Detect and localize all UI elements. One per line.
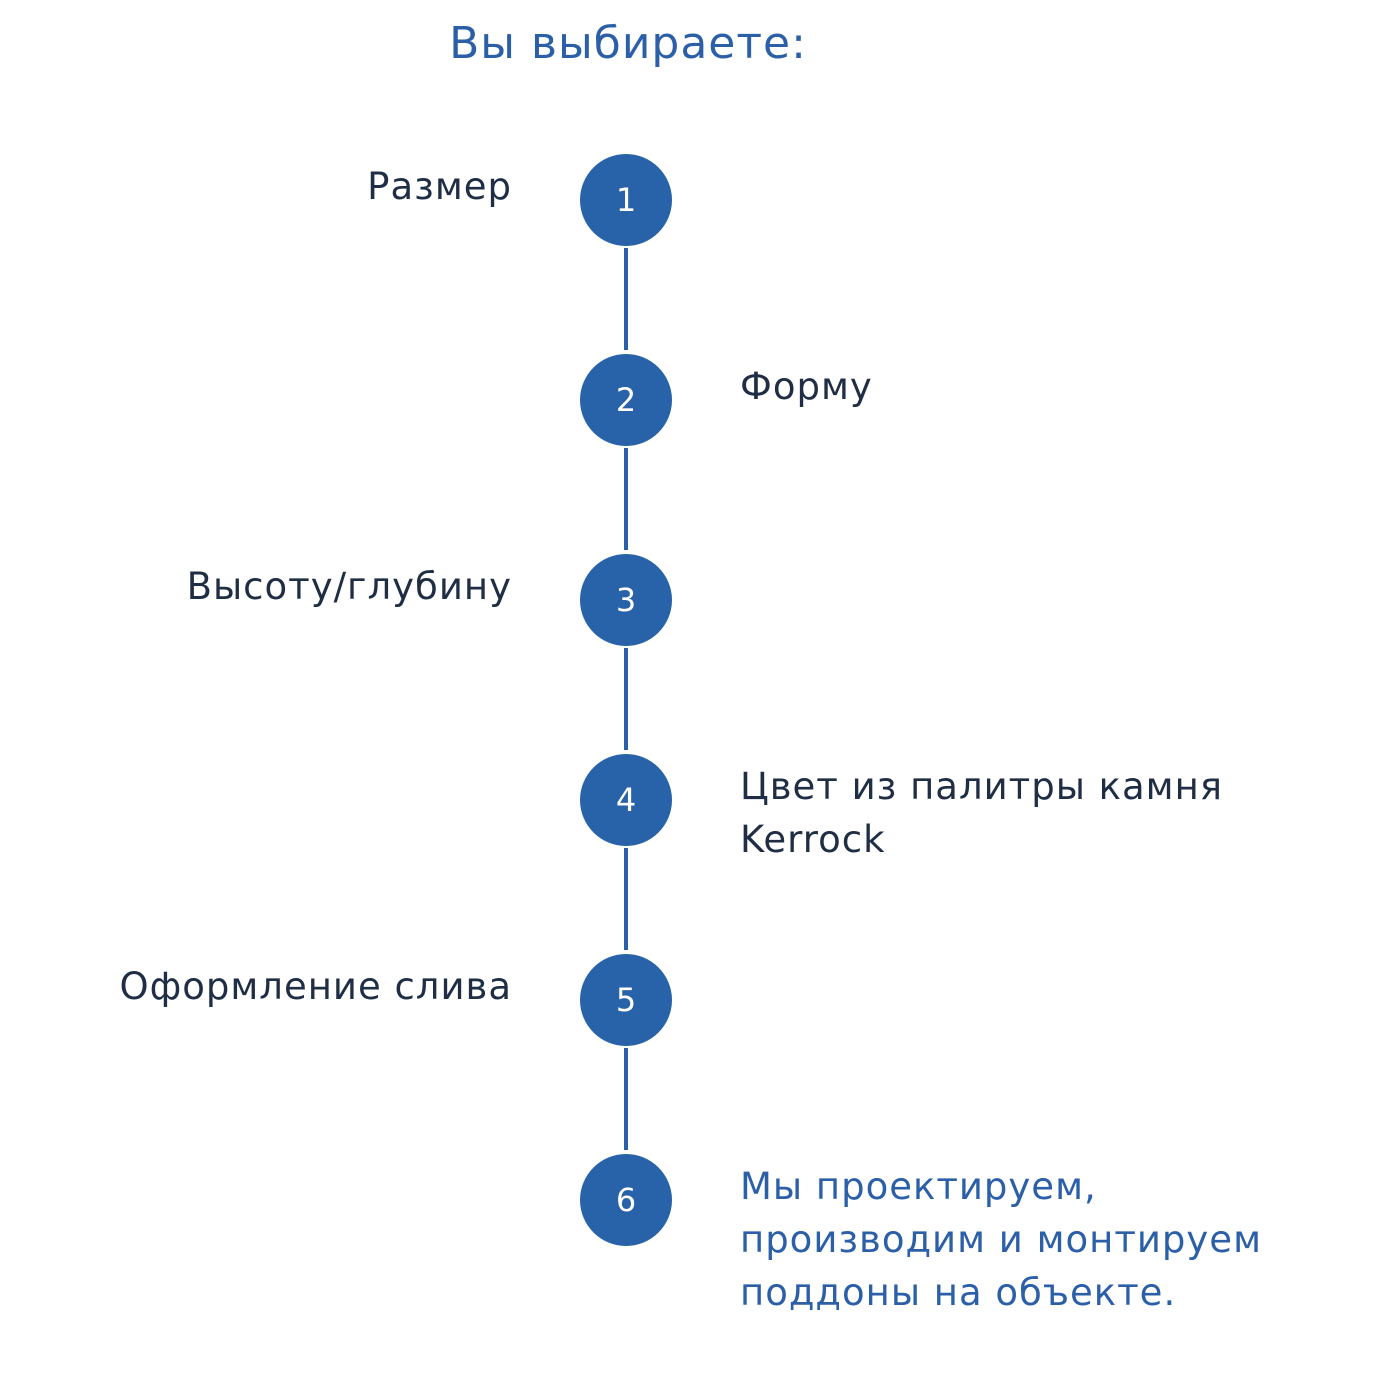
connector-line — [624, 248, 628, 350]
step-number-6: 6 — [580, 1154, 672, 1246]
step-label-3: Высоту/глубину — [187, 560, 512, 613]
step-label-line: Мы проектируем, — [740, 1165, 1097, 1208]
step-label-line: Оформление слива — [119, 965, 512, 1008]
step-number-2: 2 — [580, 354, 672, 446]
connector-line — [624, 848, 628, 950]
step-label-line: Размер — [367, 165, 512, 208]
step-label-line: Форму — [740, 365, 873, 408]
step-number-5: 5 — [580, 954, 672, 1046]
step-label-line: Высоту/глубину — [186, 565, 512, 608]
step-label-1: Размер — [367, 160, 512, 213]
step-label-line: производим и монтируем — [740, 1218, 1262, 1261]
page-title: Вы выбираете: — [449, 18, 807, 69]
connector-line — [624, 448, 628, 550]
step-number-4: 4 — [580, 754, 672, 846]
step-label-line: Цвет из палитры камня — [740, 765, 1224, 808]
step-number-1: 1 — [580, 154, 672, 246]
connector-line — [624, 1048, 628, 1150]
step-label-line: Kerrock — [740, 818, 886, 861]
step-label-5: Оформление слива — [120, 960, 513, 1013]
step-number-3: 3 — [580, 554, 672, 646]
connector-line — [624, 648, 628, 750]
step-label-2: Форму — [740, 360, 873, 413]
step-label-4: Цвет из палитры камня Kerrock — [740, 760, 1223, 866]
step-label-line: поддоны на объекте. — [740, 1271, 1177, 1314]
step-label-6: Мы проектируем, производим и монтируем п… — [740, 1160, 1262, 1319]
